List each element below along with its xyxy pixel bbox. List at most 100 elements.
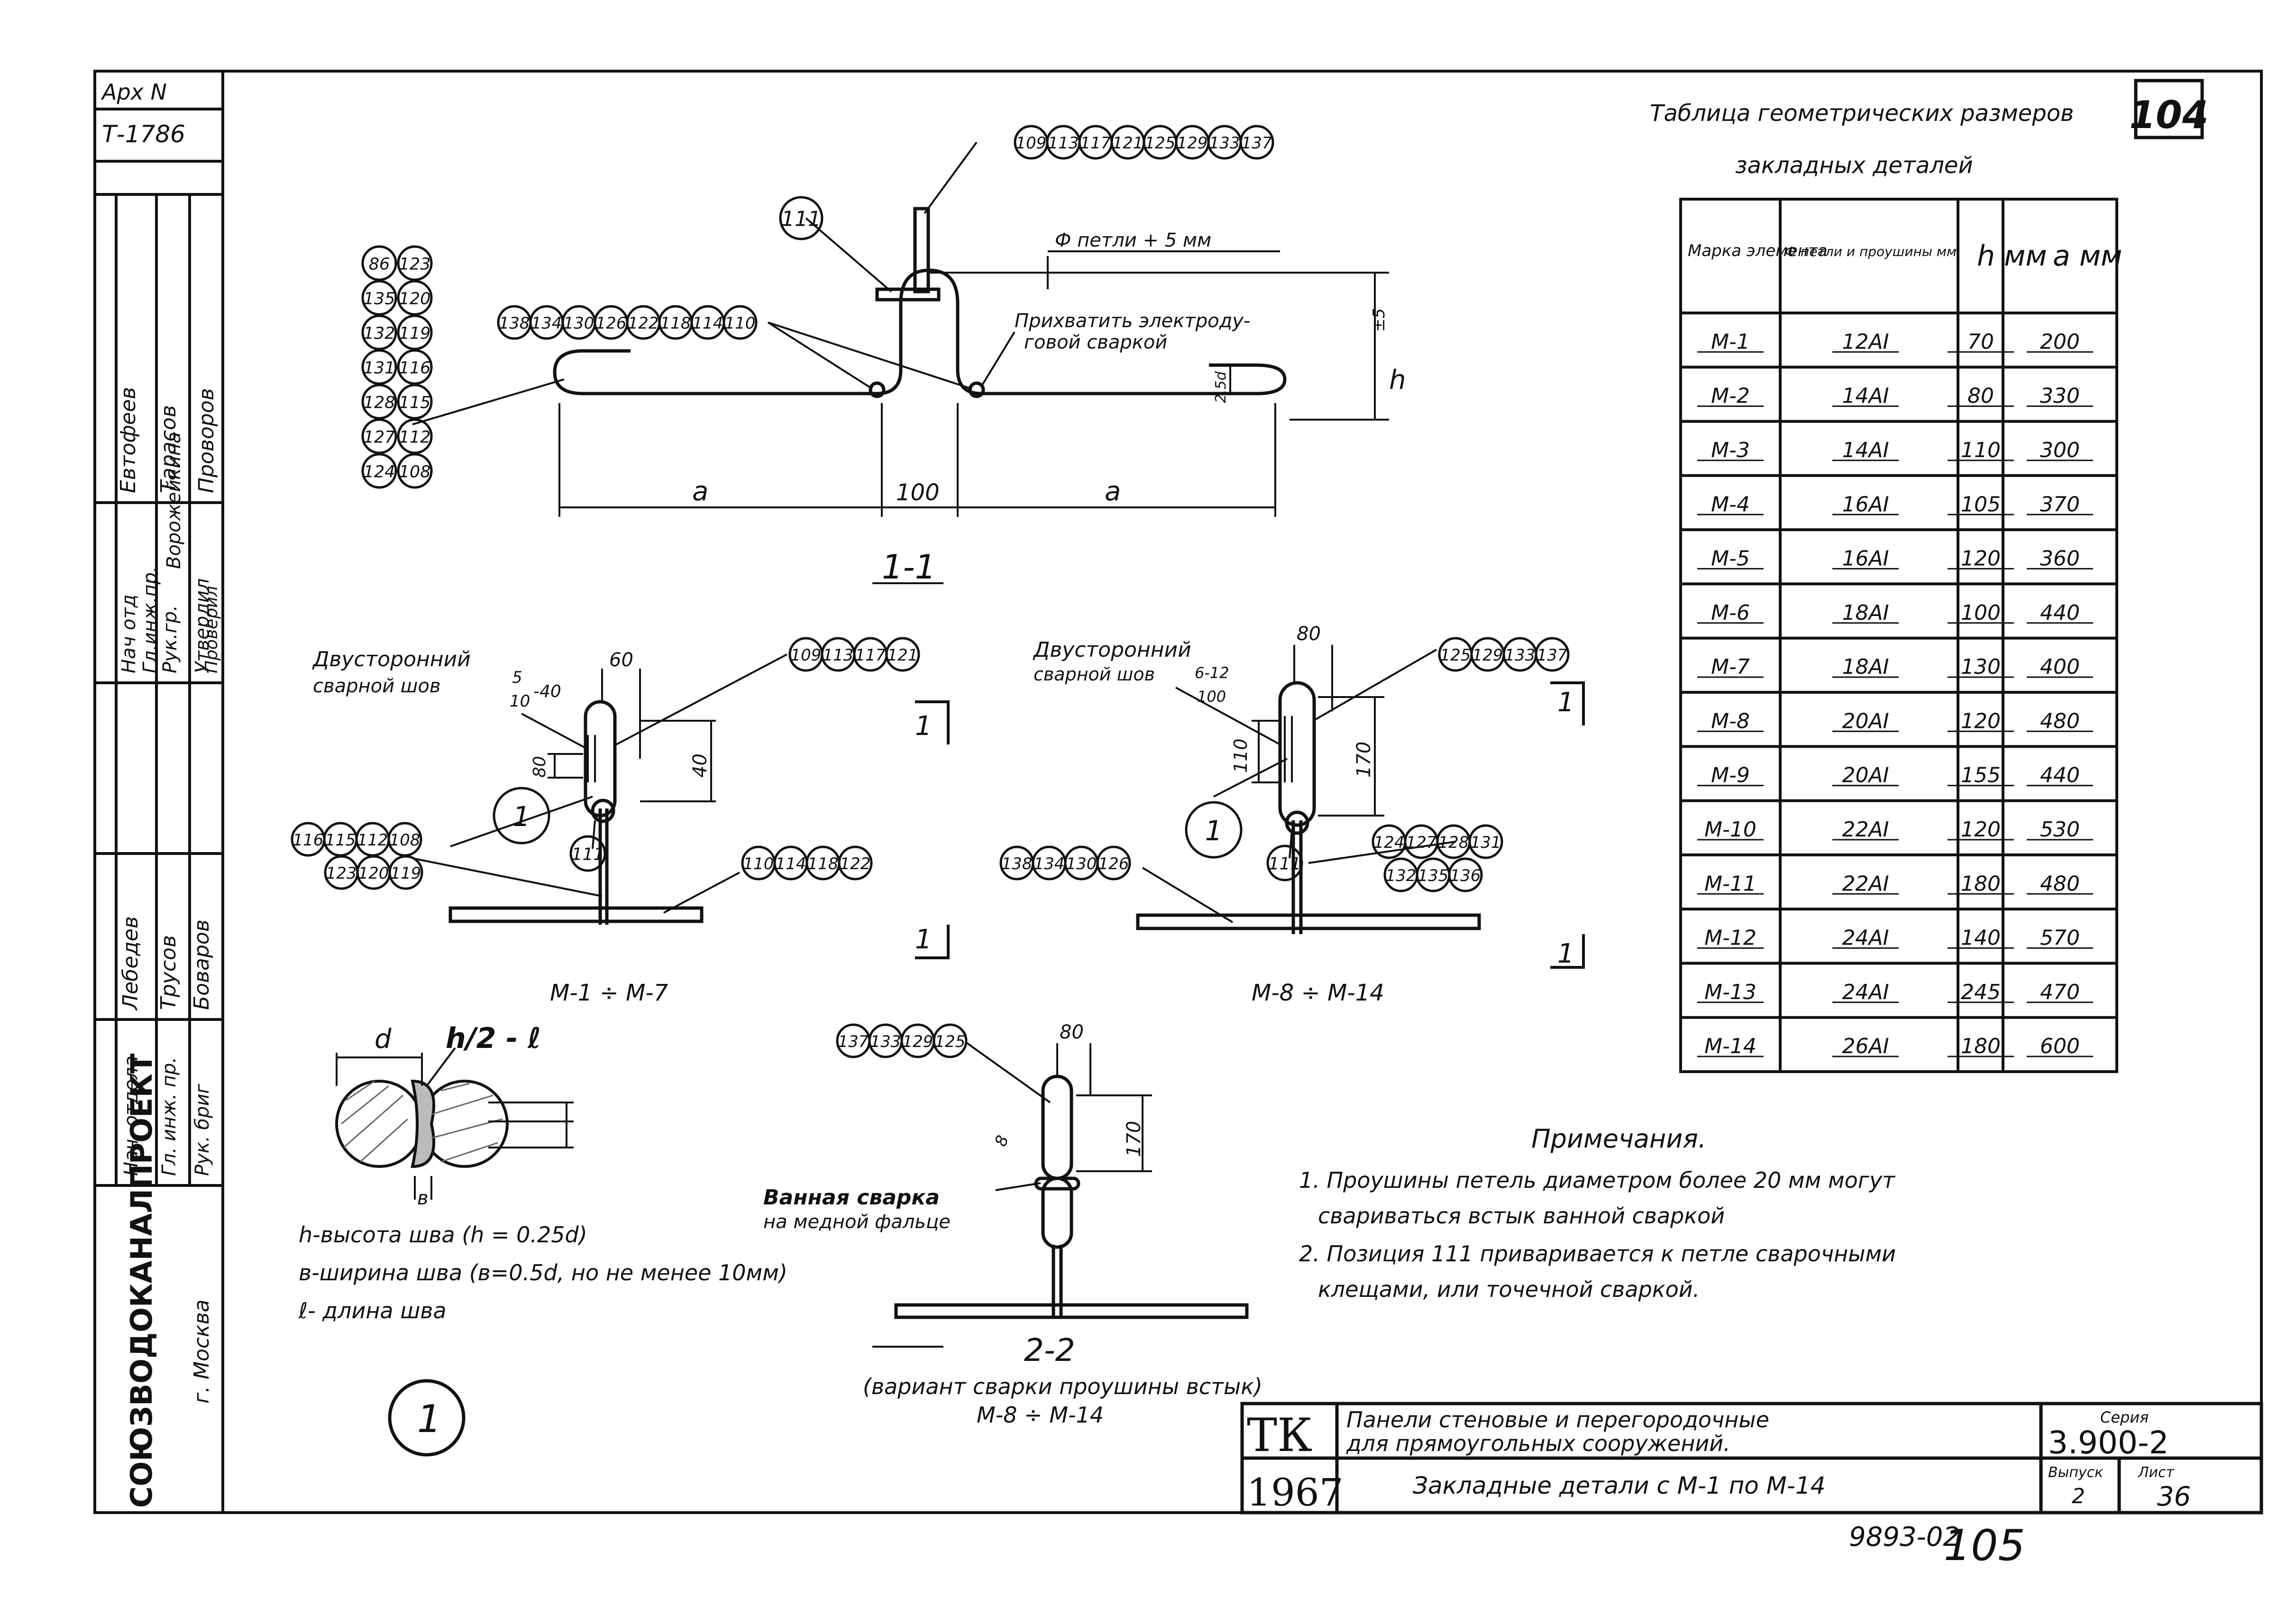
svg-text:126: 126 [596, 314, 627, 333]
weld-note-line2: говой сваркой [1024, 331, 1167, 353]
svg-text:128: 128 [364, 393, 395, 412]
position-bubble: 127 [1404, 824, 1439, 859]
sheet-frame [221, 70, 2263, 1514]
table-cell: 80 [1967, 384, 1994, 408]
svg-text:133: 133 [1209, 134, 1240, 153]
archive-label: Арх N [101, 79, 167, 105]
table-cell: 360 [2040, 547, 2080, 571]
dim-a-right: a [1105, 476, 1121, 507]
staff-role: Проверил [202, 586, 221, 673]
notes-title: Примечания. [1531, 1124, 1706, 1154]
section-m1-m7-drawing [412, 653, 950, 959]
legend-h: h-высота шва (h = 0.25d) [299, 1222, 587, 1248]
section-mark-1a: 1 [915, 711, 932, 742]
title-desc2: для прямоугольных сооружений. [1346, 1431, 1730, 1456]
sheet-number-top: 104 [2130, 93, 2209, 137]
svg-text:136: 136 [1450, 866, 1481, 885]
svg-text:125: 125 [935, 1032, 966, 1051]
svg-text:124: 124 [1374, 833, 1405, 852]
position-bubble: 125 [1143, 125, 1178, 160]
table-cell: М-11 [1704, 872, 1756, 896]
series-label: Серия [2100, 1408, 2149, 1426]
series-value: 3.900-2 [2048, 1424, 2169, 1461]
svg-text:110: 110 [743, 854, 774, 873]
sheet-label: Лист [2138, 1464, 2175, 1481]
weld-left-frac-top: 5 [512, 668, 522, 687]
dim-8: 8 [991, 1133, 1013, 1149]
table-cell: М-2 [1711, 384, 1750, 408]
table-cell: М-10 [1704, 817, 1756, 842]
weld-note-line1: Прихватить электроду- [1015, 310, 1250, 332]
position-bubble: 122 [626, 305, 661, 340]
table-cell: 330 [2040, 384, 2080, 408]
dim-80-right: 80 [1297, 623, 1321, 645]
table-cell: 16АI [1842, 492, 1889, 516]
title-desc1: Панели стеновые и перегородочные [1346, 1407, 1769, 1433]
staff-name: Ворожейкина [163, 432, 185, 569]
table-cell: 130 [1961, 655, 2001, 679]
position-bubble: 136 [1448, 857, 1483, 892]
position-bubble: 110 [741, 845, 776, 881]
footer-page: 105 [1944, 1521, 2025, 1570]
svg-text:114: 114 [693, 314, 723, 333]
svg-text:109: 109 [1016, 134, 1047, 153]
staff-role: Нач отд [118, 595, 140, 673]
range-left: М-1 ÷ М-7 [550, 980, 668, 1006]
table-cell: 180 [1961, 872, 2001, 896]
staff-name: Лебедев [119, 916, 143, 1011]
position-bubble: 128 [1436, 824, 1471, 859]
svg-text:117: 117 [1080, 134, 1111, 153]
position-bubble: 126 [594, 305, 629, 340]
position-bubble: 115 [397, 384, 433, 420]
svg-text:108: 108 [390, 831, 421, 850]
position-bubble: 1 [1185, 801, 1243, 859]
table-cell: М-9 [1711, 763, 1750, 788]
position-bubble: 121 [1110, 125, 1145, 160]
position-bubble: 133 [1207, 125, 1242, 160]
position-bubble: 119 [388, 855, 423, 890]
table-cell: 120 [1961, 709, 2001, 733]
table-cell: 14АI [1842, 438, 1889, 462]
staff-name: Боваров [190, 919, 214, 1010]
svg-text:127: 127 [1406, 833, 1437, 852]
table-cell: 20АI [1842, 763, 1889, 788]
svg-text:117: 117 [855, 646, 886, 665]
svg-text:115: 115 [399, 393, 431, 412]
svg-text:134: 134 [1034, 854, 1065, 873]
svg-text:116: 116 [399, 358, 431, 377]
table-cell: 70 [1967, 330, 1994, 354]
table-cell: 24АI [1842, 980, 1889, 1004]
table-title-line1: Таблица геометрических размеров [1650, 100, 2074, 127]
staff-name: Трусов [156, 935, 181, 1010]
table-cell: 26АI [1842, 1034, 1889, 1058]
table-cell: 22АI [1842, 872, 1889, 896]
svg-text:118: 118 [660, 314, 691, 333]
svg-text:110: 110 [725, 314, 756, 333]
svg-text:113: 113 [823, 646, 854, 665]
svg-text:127: 127 [364, 428, 395, 447]
weld-left-frac-bot: 10 [510, 692, 530, 711]
svg-text:112: 112 [357, 831, 388, 850]
dim-60: 60 [609, 649, 633, 671]
position-bubble: 130 [1064, 845, 1099, 881]
city-label: г. Москва [190, 1299, 214, 1404]
weld-right-line2: сварной шов [1034, 664, 1155, 685]
svg-text:137: 137 [1242, 134, 1272, 153]
svg-text:122: 122 [628, 314, 659, 333]
weld-section-b: в [417, 1187, 429, 1209]
dimensions-table [1679, 198, 2118, 1073]
section-2-2-drawing [872, 1042, 1249, 1348]
note-2-line1: 2. Позиция 111 приваривается к петле сва… [1299, 1241, 1896, 1267]
svg-text:109: 109 [791, 646, 822, 665]
svg-text:125: 125 [1440, 646, 1471, 665]
table-cell: 200 [2040, 330, 2080, 354]
table-cell: М-4 [1711, 492, 1750, 516]
weld-section-drawing [335, 1047, 574, 1457]
svg-text:129: 129 [1473, 646, 1503, 665]
svg-text:131: 131 [1471, 833, 1501, 852]
table-cell: М-3 [1711, 438, 1750, 462]
table-cell: 155 [1961, 763, 2001, 788]
position-bubble: 119 [397, 314, 433, 350]
staff-role: Гл. инж. пр. [158, 1057, 180, 1176]
